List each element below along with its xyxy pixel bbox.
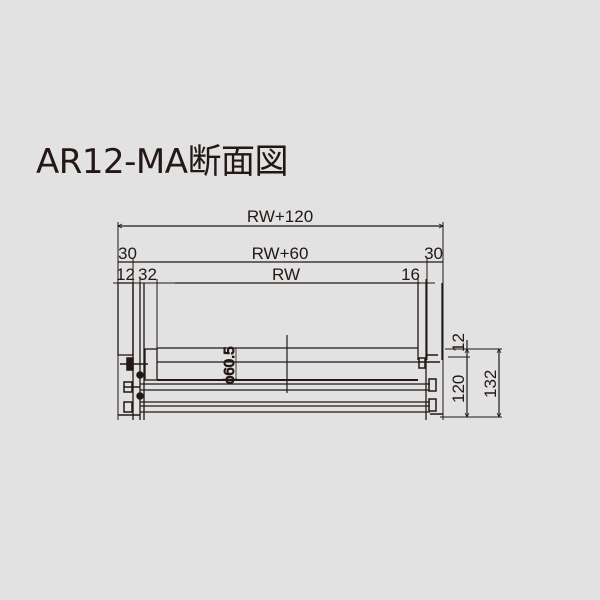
label-rw-plus-120: RW+120 xyxy=(247,207,313,226)
left-bolts xyxy=(118,357,148,416)
label-left-30: 30 xyxy=(118,244,137,263)
label-rw: RW xyxy=(272,265,300,284)
label-left-32: 32 xyxy=(138,265,157,284)
cross-members xyxy=(140,383,430,413)
label-right-30: 30 xyxy=(424,244,443,263)
right-bolts xyxy=(418,354,443,415)
dimension-heights xyxy=(440,340,502,418)
drawing-title: AR12-MA断面図 xyxy=(36,142,289,182)
label-height-12: 12 xyxy=(449,333,468,352)
label-height-132: 132 xyxy=(481,370,500,398)
label-rw-plus-60: RW+60 xyxy=(252,244,309,263)
label-right-16: 16 xyxy=(401,265,420,284)
label-height-120: 120 xyxy=(449,375,468,403)
diameter-label: ϕ60.5 xyxy=(221,346,238,384)
roller xyxy=(144,347,418,381)
right-side-frame xyxy=(417,283,443,420)
label-left-12: 12 xyxy=(116,265,135,284)
